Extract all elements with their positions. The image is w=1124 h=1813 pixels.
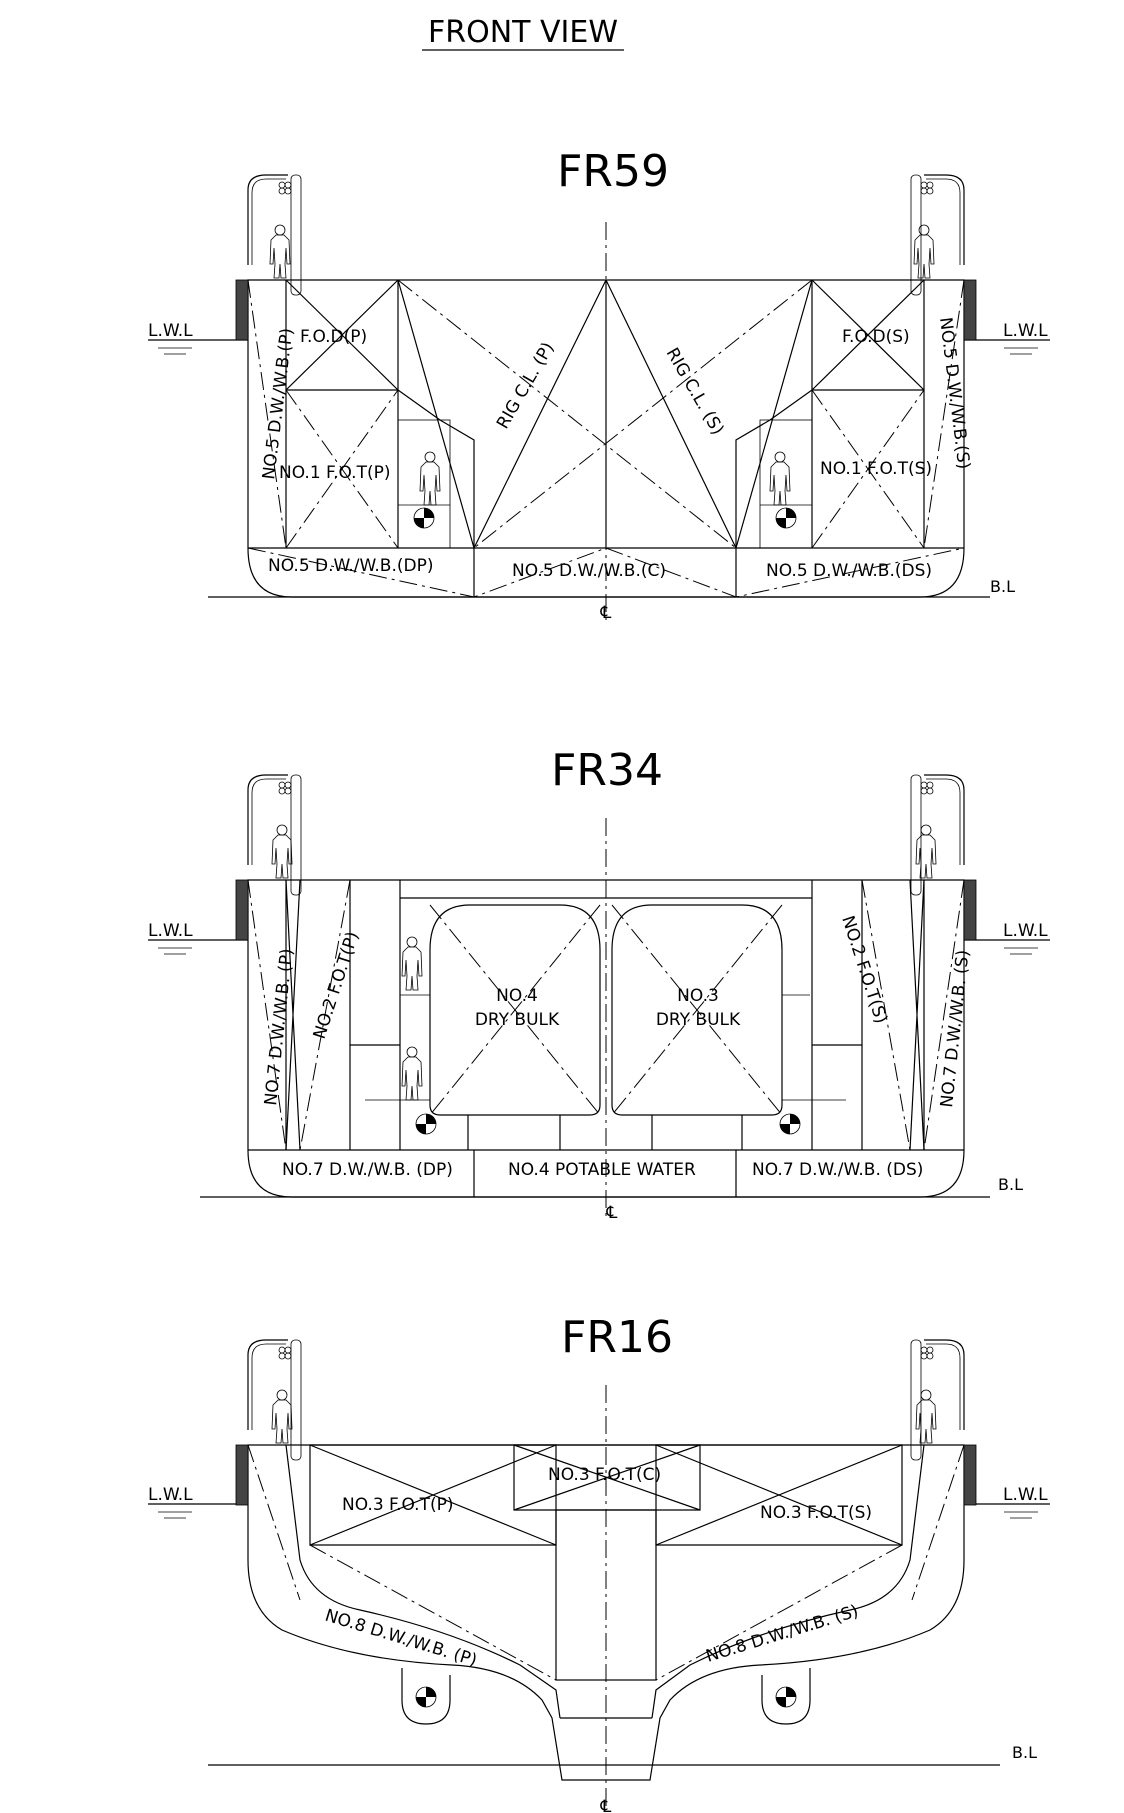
lwl-right-fr16: L.W.L (1003, 1485, 1048, 1505)
cl-fr59: ℄ (600, 603, 612, 623)
bl-fr16: B.L (1012, 1743, 1037, 1762)
fr59-no5-ds: NO.5 D.W./W.B.(DS) (766, 561, 932, 581)
lwl-left-fr59: L.W.L (148, 321, 193, 341)
lwl-left-fr34: L.W.L (148, 921, 193, 941)
section-fr16: FR16 L.W.L L.W.L B.L ℄ (148, 1312, 1050, 1813)
bl-fr34: B.L (998, 1175, 1023, 1194)
fr34-no2-fot-s: NO.2 F.O.T(S) (837, 913, 891, 1026)
fr16-no3-fot-p: NO.3 F.O.T(P) (342, 1495, 453, 1515)
fr34-no3-bulk-2: DRY BULK (656, 1010, 741, 1030)
fr34-no4-pw: NO.4 POTABLE WATER (508, 1160, 696, 1180)
section-title-fr16: FR16 (561, 1312, 673, 1363)
fr59-rig-p: RIG C.L. (P) (493, 339, 559, 433)
cl-fr16: ℄ (600, 1797, 612, 1813)
fr59-fod-s: F.O.D(S) (842, 327, 910, 347)
section-title-fr59: FR59 (557, 146, 669, 197)
fr34-no4-bulk-1: NO.4 (496, 986, 538, 1006)
fr34-no7-ds: NO.7 D.W./W.B. (DS) (752, 1160, 923, 1180)
lwl-right-fr34: L.W.L (1003, 921, 1048, 941)
lwl-left-fr16: L.W.L (148, 1485, 193, 1505)
fr59-no5-dw-p: NO.5 D.W./W.B.(P) (259, 327, 297, 481)
fr59-no1-fot-s: NO.1 F.O.T(S) (820, 459, 932, 479)
cl-fr34: ℄ (606, 1203, 618, 1223)
fr16-no3-fot-c: NO.3 F.O.T(C) (548, 1465, 661, 1485)
fr59-no5-c: NO.5 D.W./W.B.(C) (512, 561, 666, 581)
fr34-no7-dw-s: NO.7 D.W./W.B. (S) (937, 949, 973, 1109)
lwl-right-fr59: L.W.L (1003, 321, 1048, 341)
section-fr59: FR59 L.W.L L.W.L B.L ℄ (148, 146, 1050, 623)
fr34-no4-bulk-2: DRY BULK (475, 1010, 560, 1030)
fr34-no3-bulk-1: NO.3 (677, 986, 719, 1006)
fr59-no1-fot-p: NO.1 F.O.T(P) (279, 463, 390, 483)
fr34-no2-fot-p: NO.2 F.O.T(P) (310, 929, 363, 1041)
fr34-no7-dp: NO.7 D.W./W.B. (DP) (282, 1160, 453, 1180)
fr59-no5-dp: NO.5 D.W./W.B.(DP) (268, 556, 433, 576)
fr59-fod-p: F.O.D(P) (300, 327, 367, 347)
drawing-title: FRONT VIEW (428, 15, 618, 50)
fr16-no3-fot-s: NO.3 F.O.T(S) (760, 1503, 872, 1523)
section-fr34: FR34 L.W.L L.W.L B.L ℄ (148, 745, 1050, 1223)
section-title-fr34: FR34 (551, 745, 663, 796)
bl-fr59: B.L (990, 577, 1015, 596)
